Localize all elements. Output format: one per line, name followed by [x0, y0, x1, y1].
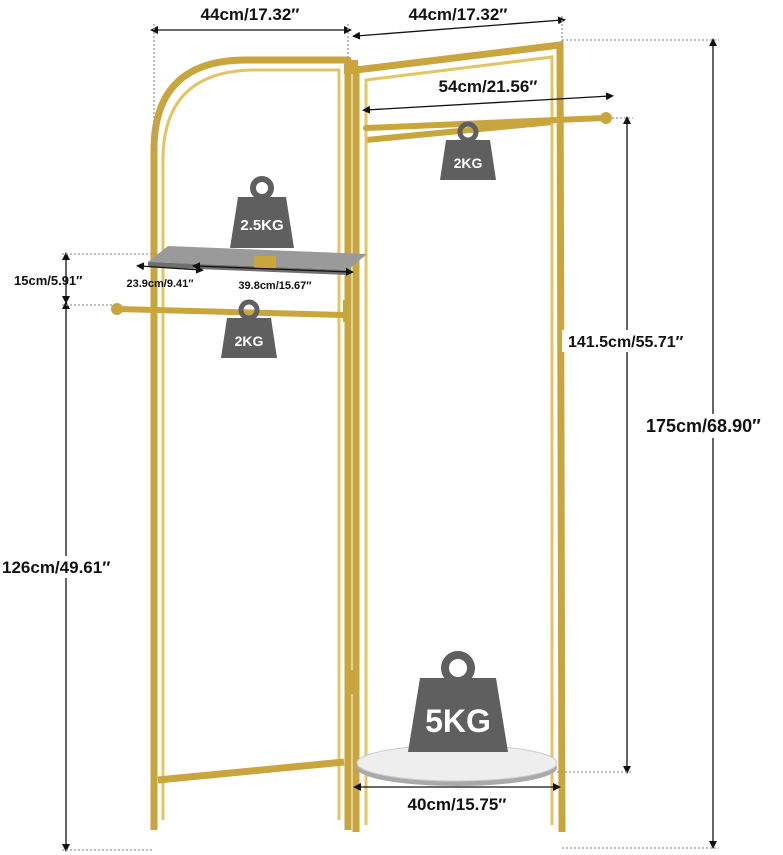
weight-icon-base: 5KG	[408, 651, 508, 752]
dimension-lines	[62, 16, 719, 852]
right-panel-width-label: 44cm/17.32″	[409, 5, 508, 24]
weight-icon-shelf: 2.5KG	[230, 176, 294, 248]
hinge-bottom	[346, 670, 356, 694]
weight-label-base: 5KG	[425, 703, 491, 739]
weight-icon-top-rod: 2KG	[440, 121, 496, 180]
top-hanging-rod	[363, 112, 612, 131]
left-panel-frame	[150, 56, 352, 830]
hinge-top	[344, 60, 358, 74]
weight-label-shelf: 2.5KG	[240, 217, 283, 234]
rod-width-label: 54cm/21.56″	[439, 77, 538, 96]
left-panel-width-label: 44cm/17.32″	[201, 5, 300, 24]
weight-label-left-rod: 2KG	[235, 333, 264, 349]
total-height-label: 175cm/68.90″	[646, 416, 761, 436]
weight-icon-left-rod: 2KG	[221, 299, 277, 358]
left-hanging-rod	[111, 300, 349, 322]
left-rod-height-label: 126cm/49.61″	[2, 558, 110, 577]
weight-label-top-rod: 2KG	[454, 155, 483, 171]
base-diameter-label: 40cm/15.75″	[408, 795, 507, 814]
rod-to-base-height-label: 141.5cm/55.71″	[568, 334, 684, 351]
shelf-width-label: 39.8cm/15.67″	[238, 280, 312, 292]
shelf-depth-label: 23.9cm/9.41″	[126, 278, 194, 290]
round-base	[356, 744, 558, 786]
shelf-height-label: 15cm/5.91″	[14, 273, 82, 288]
right-panel-inner	[364, 55, 554, 825]
shelf	[148, 246, 367, 275]
